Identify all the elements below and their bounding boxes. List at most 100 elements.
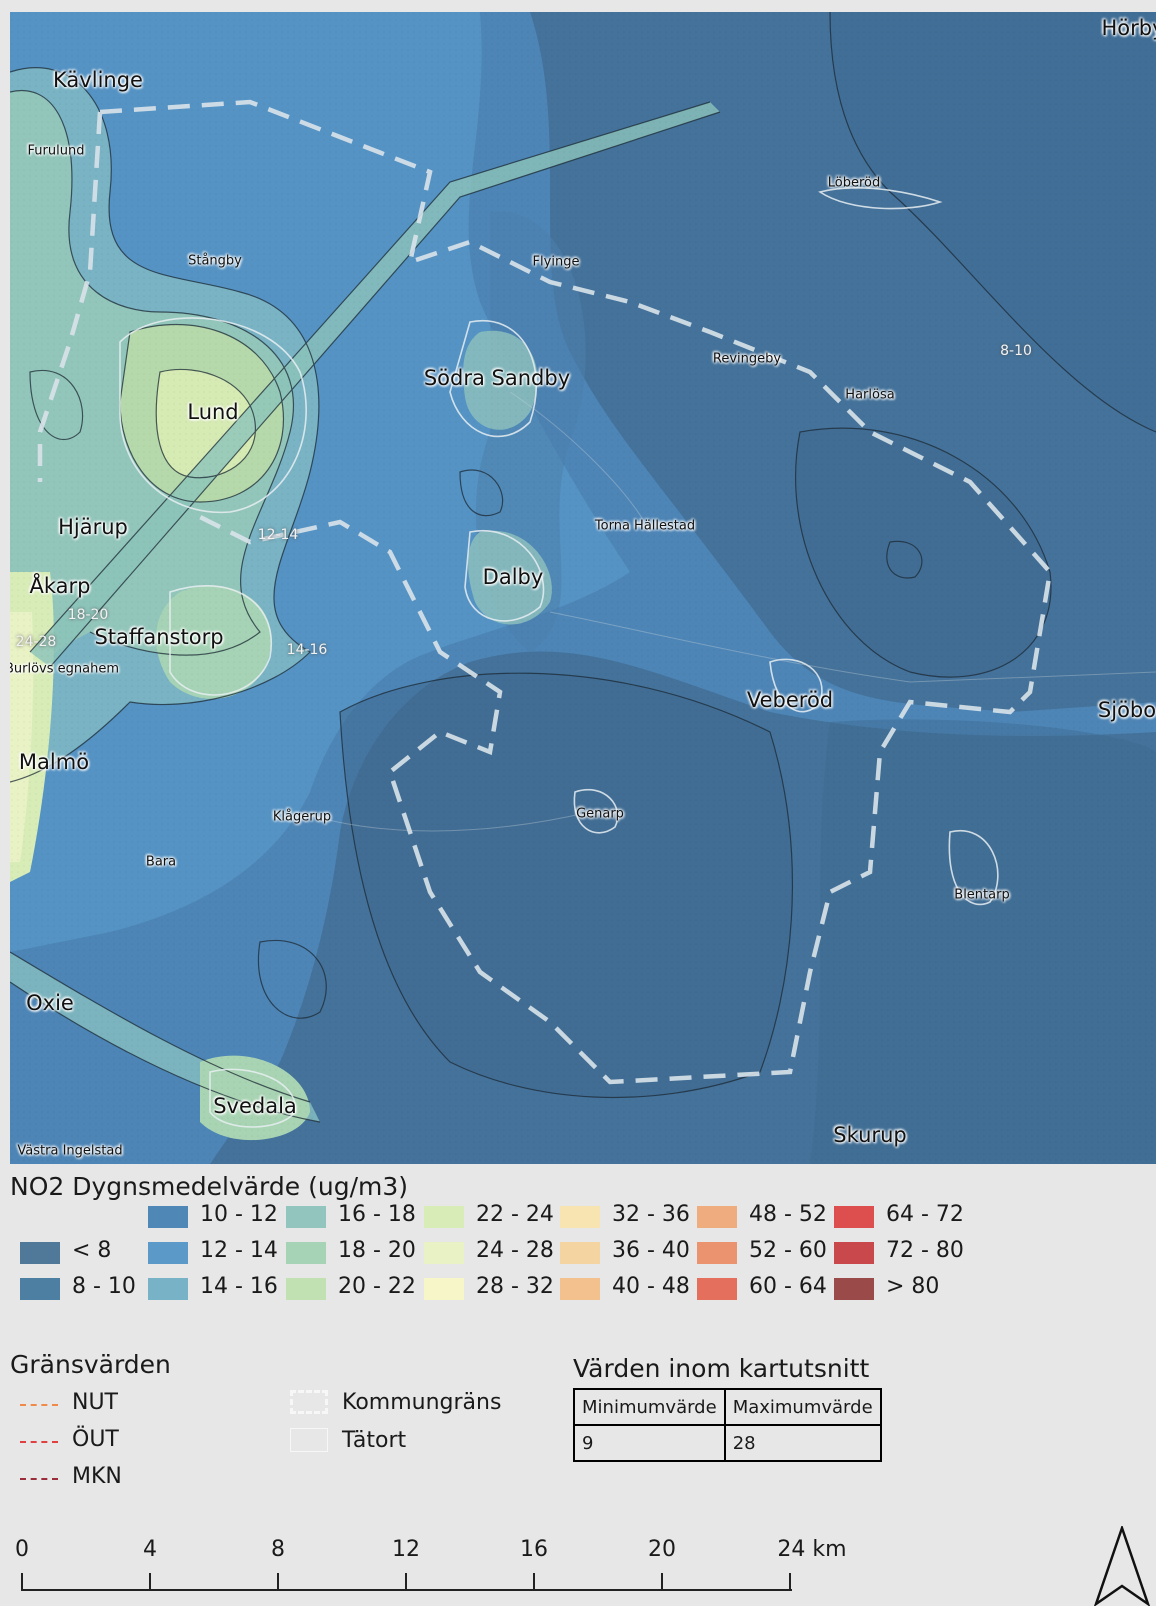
- place-label: Lund: [187, 400, 239, 424]
- class-swatch: [286, 1242, 326, 1264]
- class-label: 24 - 28: [476, 1238, 554, 1263]
- place-label: Åkarp: [29, 574, 91, 598]
- class-label: 48 - 52: [749, 1202, 827, 1227]
- place-label: Harlösa: [845, 387, 895, 403]
- scale-tick: [277, 1573, 279, 1591]
- limit-label: MKN: [72, 1464, 122, 1489]
- class-swatch: [697, 1206, 737, 1228]
- tatort-outlines: [119, 187, 999, 1128]
- class-label: > 80: [886, 1274, 940, 1299]
- kommungrans-symbol: [290, 1390, 328, 1414]
- class-swatch: [148, 1206, 188, 1228]
- class-swatch: [424, 1206, 464, 1228]
- scale-tick: [789, 1573, 791, 1591]
- zone-label: 8-10: [1000, 343, 1032, 359]
- place-label: Hjärup: [58, 515, 128, 539]
- place-label: Burlövs egnahem: [10, 661, 120, 677]
- class-label: 14 - 16: [200, 1274, 278, 1299]
- place-label: Torna Hällestad: [594, 518, 696, 534]
- scale-tick: [661, 1573, 663, 1591]
- place-label: Dalby: [482, 565, 544, 589]
- class-swatch: [148, 1242, 188, 1264]
- min-header: Minimumvärde: [573, 1388, 726, 1426]
- place-label: Löberöd: [827, 175, 881, 191]
- limit-line-symbol: [20, 1478, 58, 1480]
- place-label: Flyinge: [532, 254, 580, 270]
- place-label: Kävlinge: [53, 68, 143, 92]
- scale-tick-label: 8: [271, 1537, 285, 1562]
- zone-label: 24-28: [15, 634, 57, 650]
- class-label: 20 - 22: [338, 1274, 416, 1299]
- place-label: Hörby: [1101, 16, 1156, 40]
- class-label: 12 - 14: [200, 1238, 278, 1263]
- limits-title: Gränsvärden: [10, 1350, 171, 1379]
- class-swatch: [560, 1206, 600, 1228]
- scale-tick-label: 12: [392, 1537, 420, 1562]
- place-label: Skurup: [833, 1123, 907, 1147]
- place-label: Södra Sandby: [423, 366, 571, 390]
- place-label: Staffanstorp: [94, 625, 224, 649]
- class-label: 32 - 36: [612, 1202, 690, 1227]
- class-swatch: [148, 1278, 188, 1300]
- class-swatch: [697, 1278, 737, 1300]
- class-label: 72 - 80: [886, 1238, 964, 1263]
- class-swatch: [20, 1242, 60, 1264]
- class-swatch: [834, 1206, 874, 1228]
- map-canvas: [10, 12, 1156, 1164]
- scale-tick: [21, 1573, 23, 1591]
- class-label: 16 - 18: [338, 1202, 416, 1227]
- class-label: 40 - 48: [612, 1274, 690, 1299]
- place-label: Furulund: [27, 143, 85, 159]
- scale-tick-label: 24 km: [777, 1537, 847, 1562]
- place-label: Genarp: [576, 806, 624, 822]
- scale-tick: [405, 1573, 407, 1591]
- class-label: 8 - 10: [72, 1274, 136, 1299]
- zone-label: 14-16: [286, 642, 328, 658]
- class-swatch: [424, 1278, 464, 1300]
- tatort-symbol: [290, 1428, 328, 1452]
- class-label: 64 - 72: [886, 1202, 964, 1227]
- values-table: Minimumvärde Maximumvärde 9 28: [573, 1388, 882, 1462]
- class-swatch: [424, 1242, 464, 1264]
- class-swatch: [560, 1242, 600, 1264]
- place-label: Revingeby: [712, 351, 782, 367]
- zone-label: 18-20: [67, 607, 109, 623]
- class-swatch: [834, 1242, 874, 1264]
- class-label: 36 - 40: [612, 1238, 690, 1263]
- class-label: 52 - 60: [749, 1238, 827, 1263]
- class-swatch: [834, 1278, 874, 1300]
- max-value: 28: [723, 1424, 882, 1462]
- kommungrans-line: [37, 99, 1053, 1085]
- class-label: 60 - 64: [749, 1274, 827, 1299]
- place-label: Oxie: [26, 991, 74, 1015]
- max-header: Maximumvärde: [723, 1388, 882, 1426]
- scale-tick-label: 0: [15, 1537, 29, 1562]
- zone-label: 12-14: [257, 527, 299, 543]
- class-swatch: [560, 1278, 600, 1300]
- place-label: Malmö: [18, 750, 90, 774]
- min-value: 9: [573, 1424, 726, 1462]
- kommungrans-label: Kommungräns: [342, 1390, 502, 1415]
- class-swatch: [20, 1278, 60, 1300]
- class-label: < 8: [72, 1238, 112, 1263]
- scale-tick-label: 16: [520, 1537, 548, 1562]
- place-label: Stångby: [188, 253, 242, 269]
- class-label: 28 - 32: [476, 1274, 554, 1299]
- place-label: Blentarp: [954, 887, 1010, 903]
- place-label: Bara: [145, 854, 177, 870]
- place-label: Sjöbo: [1097, 698, 1156, 722]
- north-arrow-icon: [1093, 1526, 1151, 1606]
- limit-line-symbol: [20, 1404, 58, 1406]
- scale-tick-label: 4: [143, 1537, 157, 1562]
- class-label: 22 - 24: [476, 1202, 554, 1227]
- class-swatch: [286, 1278, 326, 1300]
- tatort-label: Tätort: [342, 1428, 407, 1453]
- place-label: Västra Ingelstad: [17, 1143, 123, 1159]
- scale-tick: [533, 1573, 535, 1591]
- limit-label: NUT: [72, 1390, 118, 1415]
- scale-tick-label: 20: [648, 1537, 676, 1562]
- scale-bar: [22, 1589, 792, 1591]
- place-label: Svedala: [213, 1094, 297, 1118]
